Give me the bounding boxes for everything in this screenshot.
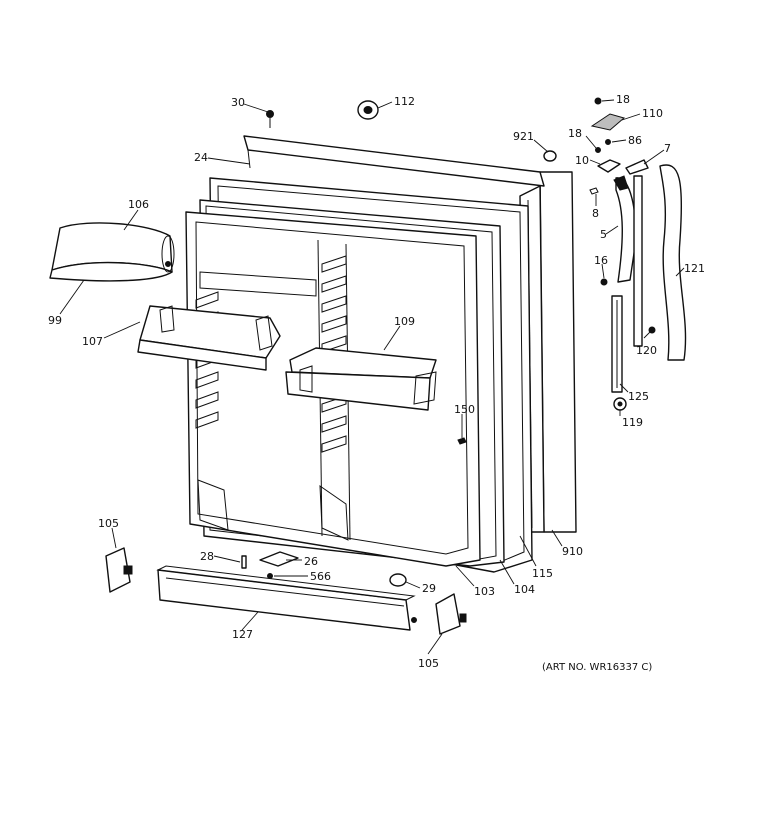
- shelf-bin-109: [285, 347, 437, 411]
- callout-127: 127: [232, 628, 253, 641]
- pin-28: [241, 555, 247, 569]
- top-screw-30: [266, 110, 274, 128]
- callout-5: 5: [600, 228, 607, 241]
- callout-24: 24: [194, 151, 208, 164]
- screw-16: [600, 278, 608, 286]
- screw-150: [457, 437, 467, 445]
- callout-106: 106: [128, 198, 149, 211]
- callout-109: 109: [394, 315, 415, 328]
- callout-112: 112: [394, 95, 415, 108]
- callout-28: 28: [200, 550, 214, 563]
- end-cap-105-left: [105, 547, 133, 593]
- callout-105: 105: [98, 517, 119, 530]
- callout-99: 99: [48, 314, 62, 327]
- callout-121: 121: [684, 262, 705, 275]
- plug-112: [357, 100, 379, 120]
- callout-29: 29: [422, 582, 436, 595]
- callout-26: 26: [304, 555, 318, 568]
- callout-125: 125: [628, 390, 649, 403]
- callout-86: 86: [628, 134, 642, 147]
- kick-plate-127: [156, 565, 417, 631]
- callout-115: 115: [532, 567, 553, 580]
- leader-lines: [59, 99, 685, 655]
- foot-29: [389, 573, 407, 587]
- cap-119: [613, 397, 627, 411]
- dairy-compartment: [49, 222, 175, 282]
- handle-5: [613, 175, 637, 283]
- screw-566: [267, 573, 273, 579]
- art-number: (ART NO. WR16337 C): [542, 662, 652, 673]
- hinge-parts: [589, 97, 649, 195]
- handle-125: [611, 295, 623, 393]
- callout-10: 10: [575, 154, 589, 167]
- shelf-bin-107: [137, 305, 281, 371]
- callout-103: 103: [474, 585, 495, 598]
- handle-rail-7: [633, 175, 643, 347]
- callout-120: 120: [636, 344, 657, 357]
- callout-16: 16: [594, 254, 608, 267]
- callout-110: 110: [642, 107, 663, 120]
- callout-107: 107: [82, 335, 103, 348]
- bracket-26: [259, 551, 299, 567]
- callout-18: 18: [616, 93, 630, 106]
- end-cap-105-right: [435, 593, 467, 635]
- callout-8: 8: [592, 207, 599, 220]
- callout-566: 566: [310, 570, 331, 583]
- callout-910: 910: [562, 545, 583, 558]
- callout-119: 119: [622, 416, 643, 429]
- callout-150: 150: [454, 403, 475, 416]
- callout-18: 18: [568, 127, 582, 140]
- callout-921: 921: [513, 130, 534, 143]
- callout-labels: 30 112 921 18 110 18 86 10 7 24 106 8 5 …: [48, 93, 705, 670]
- callout-105: 105: [418, 657, 439, 670]
- callout-30: 30: [231, 96, 245, 109]
- callout-104: 104: [514, 583, 535, 596]
- handle-trim-121: [659, 164, 687, 361]
- callout-7: 7: [664, 142, 671, 155]
- plug-921: [543, 150, 557, 162]
